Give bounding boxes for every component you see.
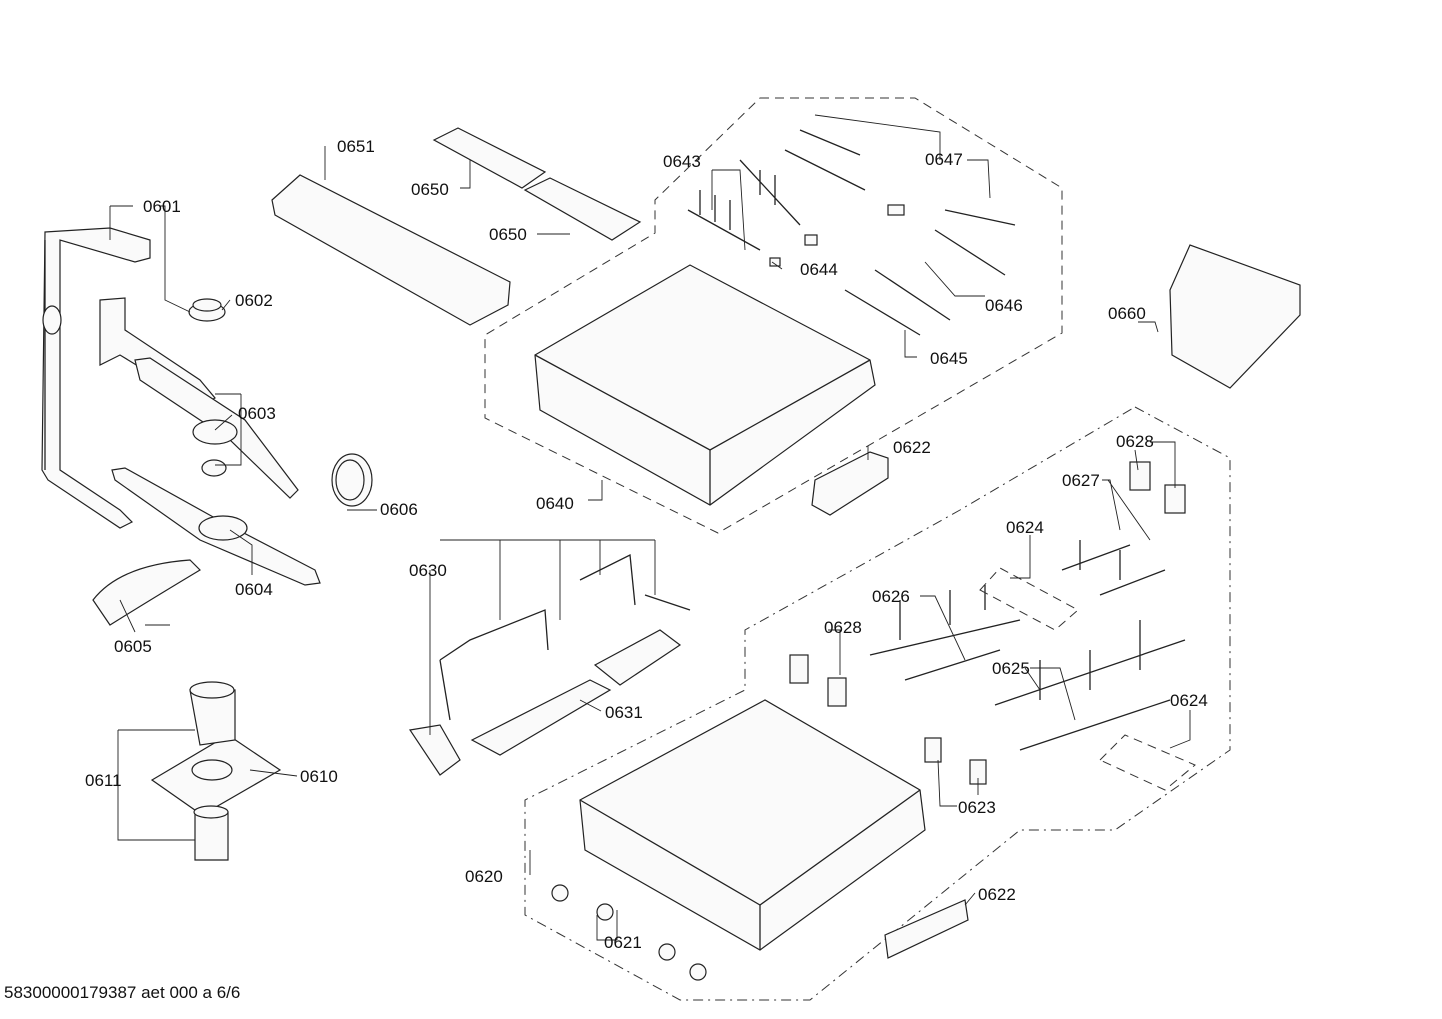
callout-0651: 0651 <box>337 137 375 156</box>
callout-0605: 0605 <box>114 637 152 656</box>
callout-0650-lower: 0650 <box>489 225 527 244</box>
lower-spray-arm-part <box>111 467 321 586</box>
nut-part <box>188 298 226 322</box>
callout-0604: 0604 <box>235 580 273 599</box>
handle-part <box>884 899 969 959</box>
tine-rack-part <box>739 159 801 226</box>
callout-0631: 0631 <box>605 703 643 722</box>
tine-rack-part <box>687 190 761 251</box>
clip-set-group <box>979 567 1079 631</box>
clip-part <box>769 257 781 267</box>
callout-0601: 0601 <box>143 197 181 216</box>
upper-spray-arm-part <box>99 297 299 499</box>
filter-disk-part <box>331 453 373 507</box>
fold-rack-part <box>593 629 682 686</box>
callout-0625: 0625 <box>992 659 1030 678</box>
clip-part <box>804 234 818 246</box>
clip-set-group <box>1099 734 1196 791</box>
bracket-part <box>408 724 461 776</box>
leader-lines <box>109 114 1191 941</box>
callout-0645: 0645 <box>930 349 968 368</box>
clip-part <box>789 654 809 684</box>
tine-rack-part <box>1061 540 1166 596</box>
wire-support-part <box>439 553 691 721</box>
callout-0644: 0644 <box>800 260 838 279</box>
tine-rack-part <box>934 209 1016 276</box>
clip-part <box>1164 484 1186 514</box>
upper-basket-group-outline <box>484 97 1063 534</box>
tine-rack-part <box>844 269 951 336</box>
callout-0627: 0627 <box>1062 471 1100 490</box>
upper-basket-part <box>534 264 876 506</box>
tine-rack-part <box>994 620 1186 751</box>
callout-0622-upper: 0622 <box>893 438 931 457</box>
callout-0660: 0660 <box>1108 304 1146 323</box>
document-id: 58300000179387 aet 000 a 6/6 <box>4 983 241 1002</box>
callout-0624-lower: 0624 <box>1170 691 1208 710</box>
tine-rack-part <box>869 585 1021 681</box>
callout-0643: 0643 <box>663 152 701 171</box>
cutlery-tray-part <box>271 174 511 326</box>
supply-pipe-part <box>41 227 151 529</box>
wheel-part <box>551 884 707 981</box>
filter-cylinder-part <box>189 681 236 861</box>
callout-0623: 0623 <box>958 798 996 817</box>
callout-0606: 0606 <box>380 500 418 519</box>
callout-0646: 0646 <box>985 296 1023 315</box>
callout-0650-upper: 0650 <box>411 180 449 199</box>
fine-filter-plate-part <box>150 734 282 816</box>
callout-0624-upper: 0624 <box>1006 518 1044 537</box>
clip-part <box>1129 461 1151 491</box>
callout-0603: 0603 <box>238 404 276 423</box>
callout-0628-left: 0628 <box>824 618 862 637</box>
callout-0628-right: 0628 <box>1116 432 1154 451</box>
cutlery-basket-part <box>1169 244 1301 389</box>
lower-basket-group-outline <box>524 406 1231 1001</box>
lower-basket-part <box>579 699 926 951</box>
small-rack-part <box>523 177 642 241</box>
callout-0640: 0640 <box>536 494 574 513</box>
callout-0611: 0611 <box>85 771 122 790</box>
callout-0602: 0602 <box>235 291 273 310</box>
handle-part <box>811 451 889 516</box>
clip-part <box>887 204 905 216</box>
callout-0620: 0620 <box>465 867 503 886</box>
small-rack-part <box>432 127 547 189</box>
tine-rack-part <box>784 129 866 191</box>
callout-0630: 0630 <box>409 561 447 580</box>
callout-0621: 0621 <box>604 933 642 952</box>
cover-plate-part <box>92 559 201 626</box>
clip-part <box>827 677 847 707</box>
clip-part <box>924 737 942 763</box>
callout-0610: 0610 <box>300 767 338 786</box>
callout-0647: 0647 <box>925 150 963 169</box>
fold-rack-part <box>470 679 612 756</box>
callout-0622-lower: 0622 <box>978 885 1016 904</box>
callout-0626: 0626 <box>872 587 910 606</box>
